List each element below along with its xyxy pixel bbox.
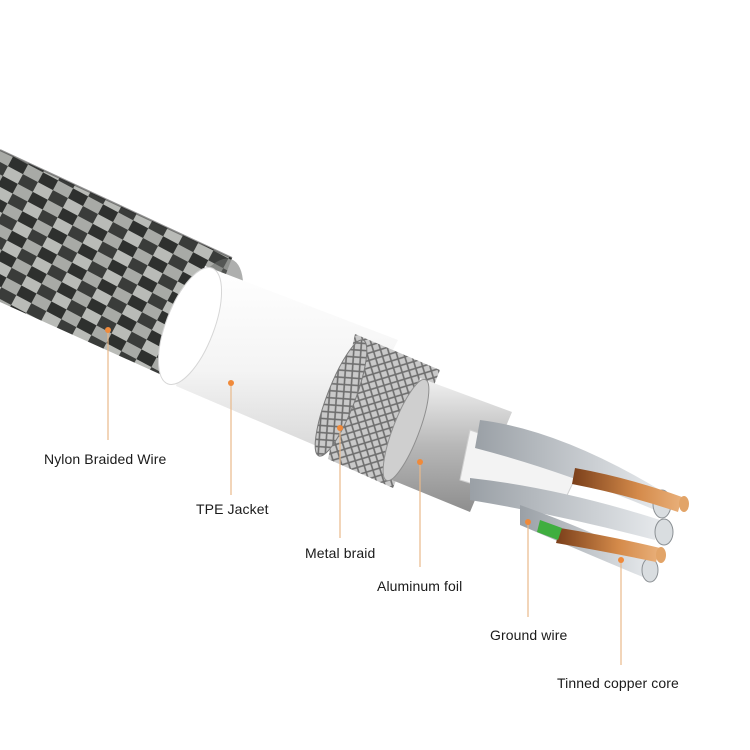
label-tpe-jacket: TPE Jacket (196, 501, 269, 517)
leader-lines (107, 330, 622, 665)
label-metal-braid: Metal braid (305, 545, 376, 561)
ground-wire-green (537, 520, 562, 540)
label-tinned-copper-core: Tinned copper core (557, 675, 679, 691)
copper-cores (556, 468, 689, 563)
label-ground-wire: Ground wire (490, 627, 568, 643)
label-nylon-braided-wire: Nylon Braided Wire (44, 451, 167, 467)
leader-dots (105, 327, 624, 563)
label-aluminum-foil: Aluminum foil (377, 578, 463, 594)
